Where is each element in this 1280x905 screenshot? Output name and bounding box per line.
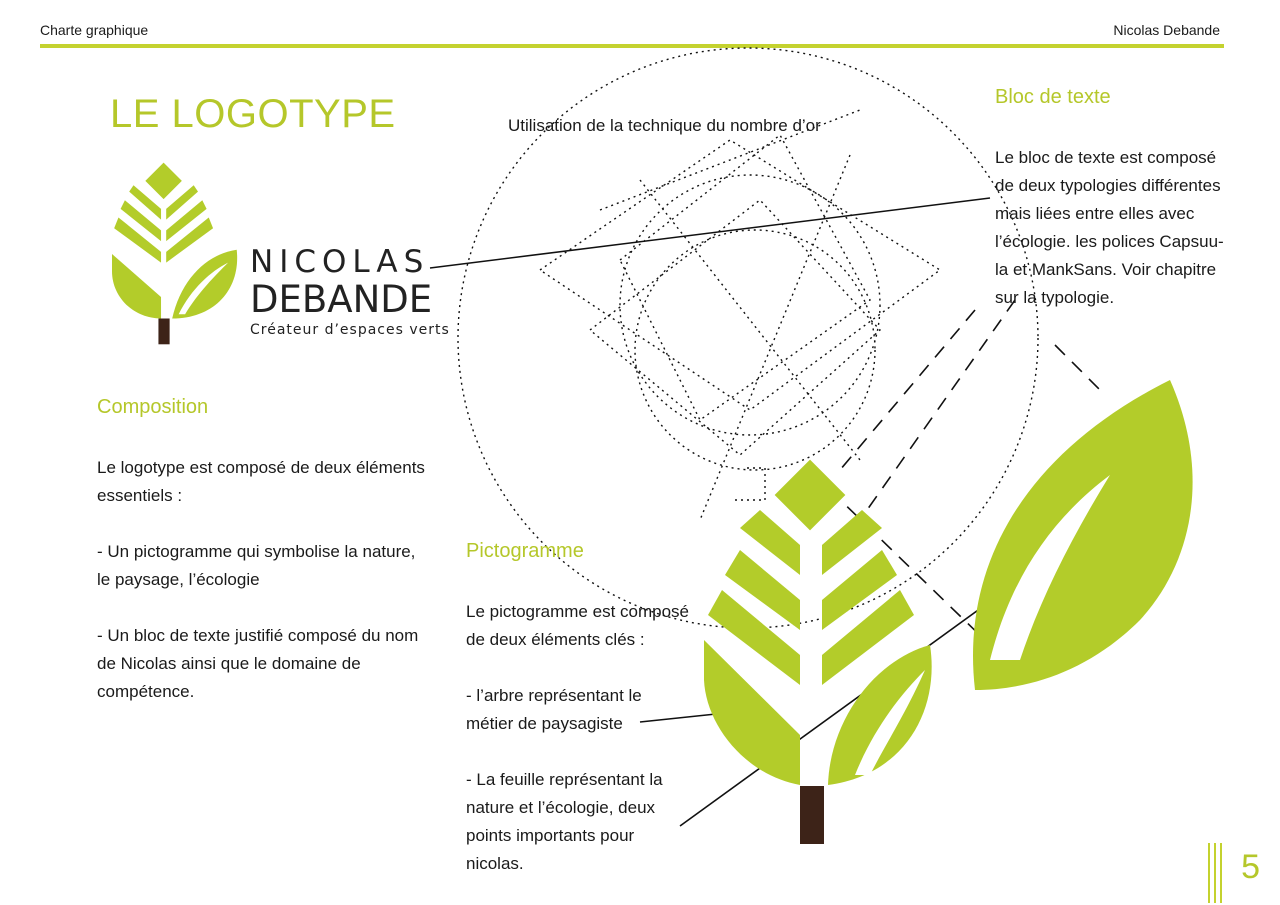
- large-tree-pictogram: [704, 380, 1193, 785]
- construction-square: [538, 139, 942, 411]
- logo-name-line1: NICOLAS: [250, 244, 430, 280]
- bloc-texte-line: l’écologie. les polices Capsuu-: [995, 232, 1224, 251]
- pictogramme-title: Pictogramme: [466, 540, 584, 562]
- pictogramme-line: Le pictogramme est composé: [466, 602, 689, 621]
- bloc-texte-text: Le bloc de texte est composé de deux typ…: [995, 144, 1245, 312]
- bloc-texte-line: Le bloc de texte est composé: [995, 148, 1217, 167]
- golden-ratio-label: Utilisation de la technique du nombre d’…: [508, 116, 821, 135]
- header-divider: [40, 44, 1224, 48]
- page-number: 5: [1241, 848, 1260, 886]
- pictogramme-text: Le pictogramme est composé de deux éléme…: [466, 598, 706, 878]
- composition-line: essentiels :: [97, 486, 183, 505]
- pictogramme-line: - l’arbre représentant le: [466, 686, 642, 705]
- construction-circle-large: [457, 47, 1039, 629]
- pictogramme-line: métier de paysagiste: [466, 714, 623, 733]
- bloc-texte-line: sur la typologie.: [995, 288, 1115, 307]
- composition-line: le paysage, l’écologie: [97, 570, 260, 589]
- composition-line: de Nicolas ainsi que le domaine de: [97, 654, 361, 673]
- composition-line: - Un pictogramme qui symbolise la nature…: [97, 542, 416, 561]
- header-right-author: Nicolas Debande: [1113, 22, 1220, 38]
- header-left-title: Charte graphique: [40, 22, 149, 38]
- construction-circle-medium: [619, 174, 881, 436]
- composition-line: [97, 510, 437, 538]
- bloc-texte-title: Bloc de texte: [995, 86, 1111, 108]
- composition-title: Composition: [97, 396, 209, 418]
- pictogramme-line: - La feuille représentant la: [466, 770, 663, 789]
- pictogramme-line: [466, 654, 706, 682]
- golden-ratio-construction: [457, 47, 1039, 629]
- composition-text: Le logotype est composé de deux éléments…: [97, 454, 437, 706]
- bloc-texte-line: la et MankSans. Voir chapitre: [995, 260, 1217, 279]
- composition-line: Le logotype est composé de deux éléments: [97, 458, 425, 477]
- large-tree-trunk: [800, 786, 824, 844]
- pictogramme-line: nature et l’écologie, deux: [466, 798, 656, 817]
- pictogramme-line: de deux éléments clés :: [466, 630, 645, 649]
- composition-line: compétence.: [97, 682, 195, 701]
- bloc-texte-line: de deux typologies différentes: [995, 176, 1221, 195]
- pictogramme-line: nicolas.: [466, 854, 524, 873]
- composition-line: - Un bloc de texte justifié composé du n…: [97, 626, 419, 645]
- logo-name-line2: DEBANDE: [250, 278, 433, 321]
- pictogramme-line: points importants pour: [466, 826, 635, 845]
- pictogramme-line: [466, 738, 706, 766]
- bloc-texte-line: mais liées entre elles avec: [995, 204, 1195, 223]
- composition-line: [97, 594, 437, 622]
- page-number-bars: [1208, 843, 1222, 903]
- small-tree-pictogram: [112, 162, 238, 345]
- page-title: LE LOGOTYPE: [110, 92, 396, 136]
- logo-tagline: Créateur d’espaces verts: [250, 322, 450, 338]
